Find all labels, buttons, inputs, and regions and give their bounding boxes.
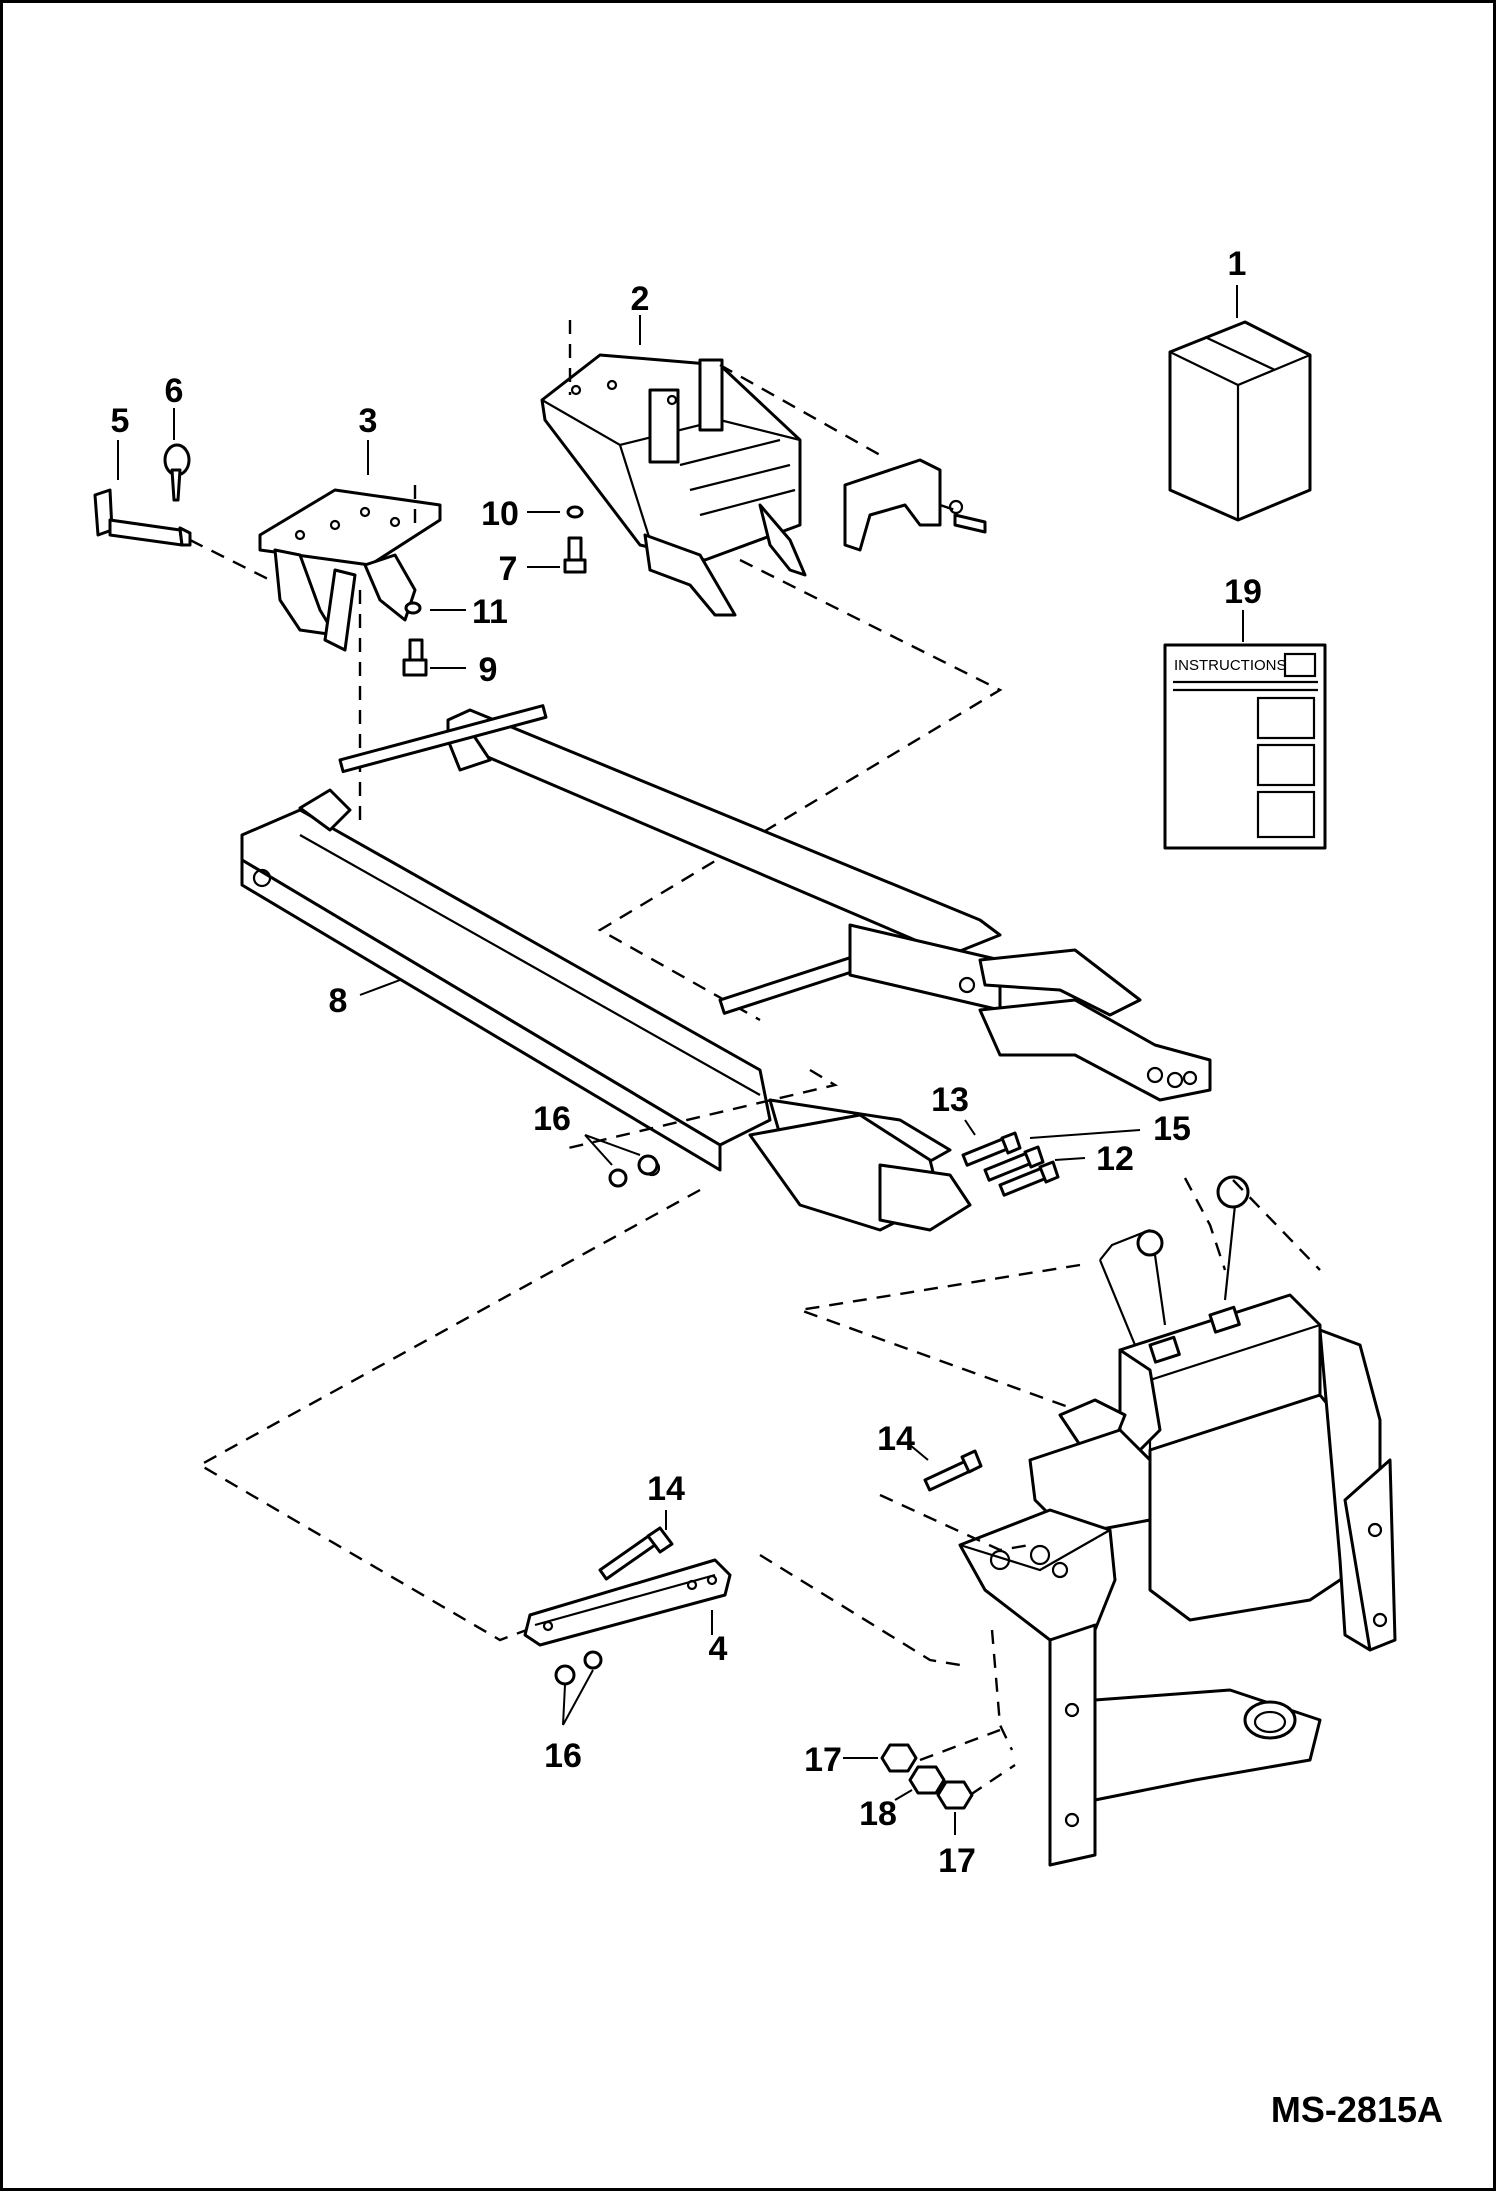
- part-14-bolt-lower: [598, 1510, 674, 1581]
- callout-13: 13: [931, 1081, 969, 1119]
- callout-10: 10: [481, 495, 519, 533]
- callout-14-upper: 14: [877, 1420, 915, 1458]
- part-16-nut-washer-lower: [554, 1650, 603, 1726]
- part-17-nut-left: [843, 1743, 918, 1773]
- part-6-lynch-pin: [163, 408, 191, 502]
- callout-16-lower: 16: [544, 1737, 582, 1775]
- part-1-kit-box: [1168, 285, 1312, 522]
- part-17-nut-right: [936, 1780, 974, 1835]
- callout-17-right: 17: [938, 1842, 976, 1880]
- part-15-bolt: [983, 1129, 1141, 1182]
- document-id: MS-2815A: [1271, 2089, 1443, 2130]
- part-4-link-bar: [523, 1558, 732, 1647]
- part-19-instructions-sheet: INSTRUCTIONS: [1163, 610, 1327, 850]
- part-5-pin: [93, 440, 271, 582]
- part-7-bolt: [527, 536, 587, 574]
- callout-15: 15: [1153, 1110, 1191, 1148]
- callout-1: 1: [1228, 245, 1247, 283]
- callout-3: 3: [359, 402, 378, 440]
- part-12-bolt: [998, 1157, 1086, 1197]
- part-8-main-frame: [240, 704, 1212, 1232]
- part-13-bolt: [961, 1119, 1022, 1167]
- part-18-nut: [894, 1765, 946, 1801]
- callout-11: 11: [472, 593, 508, 631]
- callout-16-upper: 16: [533, 1100, 571, 1138]
- callout-2: 2: [631, 280, 650, 318]
- part-10-washer: [527, 505, 584, 519]
- part-3-mount-plate: [258, 440, 442, 830]
- callout-4: 4: [709, 1630, 728, 1668]
- swing-pivot-assembly: [795, 1175, 1397, 1867]
- callout-8: 8: [329, 982, 348, 1020]
- callout-14-lower: 14: [647, 1470, 685, 1508]
- callout-7: 7: [499, 550, 518, 588]
- callout-6: 6: [165, 372, 184, 410]
- part-11-washer: [404, 601, 466, 615]
- callout-19: 19: [1224, 573, 1262, 611]
- side-bracket: [719, 363, 987, 552]
- part-16-nut-washer-upper: [584, 1134, 659, 1188]
- callout-9: 9: [479, 651, 498, 689]
- callout-17-left: 17: [804, 1741, 842, 1779]
- callout-5: 5: [111, 402, 130, 440]
- part-14-bolt-upper: [909, 1444, 983, 1492]
- instructions-title: INSTRUCTIONS: [1174, 657, 1287, 674]
- callout-18: 18: [859, 1795, 897, 1833]
- callout-12: 12: [1096, 1140, 1134, 1178]
- part-2-mount-bracket: [540, 315, 807, 617]
- part-9-bolt: [402, 638, 466, 677]
